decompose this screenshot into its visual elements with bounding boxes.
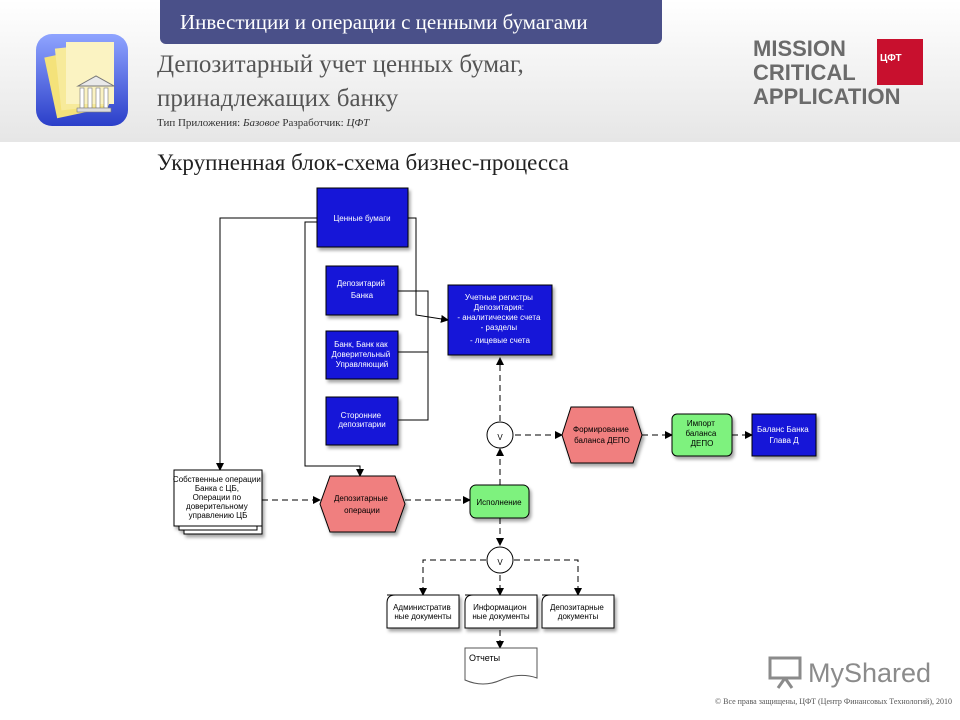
solid-connectors [216, 217, 449, 477]
node-import-balance [671, 413, 733, 457]
app-icon [36, 34, 128, 126]
node-bank-trustee [325, 330, 399, 380]
dev-label: Разработчик: [282, 117, 344, 129]
top-banner: Инвестиции и операции с ценными бумагами [160, 0, 662, 44]
node-admin-docs [386, 594, 460, 629]
node-execution-label: Исполнение [476, 498, 522, 507]
presentation-icon [768, 656, 802, 689]
banner-title: Инвестиции и операции с ценными бумагами [180, 10, 588, 34]
type-value: Базовое [243, 117, 280, 129]
brand-line-3: APPLICATION [753, 84, 901, 109]
node-depositary-bank-label: Депозитарий Банка [337, 279, 387, 300]
node-external-depositories-label: Сторонние депозитарии [338, 411, 385, 429]
node-bank-trustee-label: Банк, Банк как Доверительный Управляющий [332, 340, 393, 369]
node-external-depositories [325, 396, 399, 446]
section-title: Укрупненная блок-схема бизнес-процесса [157, 150, 569, 175]
node-execution [469, 484, 530, 519]
node-info-docs-label: Информацион ные документы [472, 603, 529, 621]
or-connector-lower: V [486, 546, 514, 574]
title-line-1: Депозитарный учет ценных бумаг, [157, 51, 524, 78]
node-depositary-bank [325, 265, 399, 316]
node-admin-docs-label: Административ ные документы [393, 603, 453, 621]
node-form-balance-label: Формирование баланса ДЕПО [573, 425, 631, 445]
copyright: © Все права защищены, ЦФТ (Центр Финансо… [715, 697, 952, 706]
node-registers-label: Учетные регистры Депозитария: - аналитич… [457, 293, 542, 345]
node-securities-label: Ценные бумаги [333, 214, 390, 223]
node-depositary-operations [319, 475, 406, 533]
dev-value: ЦФТ [346, 117, 370, 129]
node-securities [316, 187, 409, 248]
node-depositary-operations-label: Депозитарные операции [334, 494, 390, 515]
watermark: MyShared [768, 656, 931, 690]
node-dep-docs-label: Депозитарные документы [550, 603, 606, 621]
node-info-docs [464, 594, 538, 629]
node-form-balance [561, 406, 643, 464]
cft-logo-text: ЦФТ [880, 53, 902, 64]
title-line-2: принадлежащих банку [157, 85, 399, 112]
app-meta: Тип Приложения: Базовое Разработчик: ЦФТ [157, 117, 369, 129]
node-dep-docs [541, 594, 615, 629]
node-reports [464, 647, 538, 685]
brand-line-1: MISSION [753, 36, 846, 61]
type-label: Тип Приложения: [157, 117, 241, 129]
dashed-connectors [262, 357, 753, 649]
node-registers [447, 284, 553, 356]
node-reports-label: Отчеты [469, 653, 500, 663]
node-bank-balance-label: Баланс Банка Глава Д [757, 425, 811, 445]
page-title: Депозитарный учет ценных бумаг, принадле… [157, 48, 677, 116]
or-connector-upper: V [486, 421, 514, 449]
watermark-text: MyShared [808, 658, 932, 688]
node-own-operations-label: Собственные операции Банка с ЦБ, Операци… [173, 475, 263, 520]
node-import-balance-label: Импорт баланса ДЕПО [685, 419, 718, 448]
node-own-operations [173, 469, 263, 535]
brand-line-2: CRITICAL [753, 60, 856, 85]
svg-text:V: V [497, 433, 503, 442]
svg-text:V: V [497, 558, 503, 567]
node-bank-balance [751, 413, 817, 457]
mission-critical-logo: MISSION CRITICAL APPLICATION [753, 37, 931, 109]
cft-logo: ЦФТ [877, 39, 923, 85]
